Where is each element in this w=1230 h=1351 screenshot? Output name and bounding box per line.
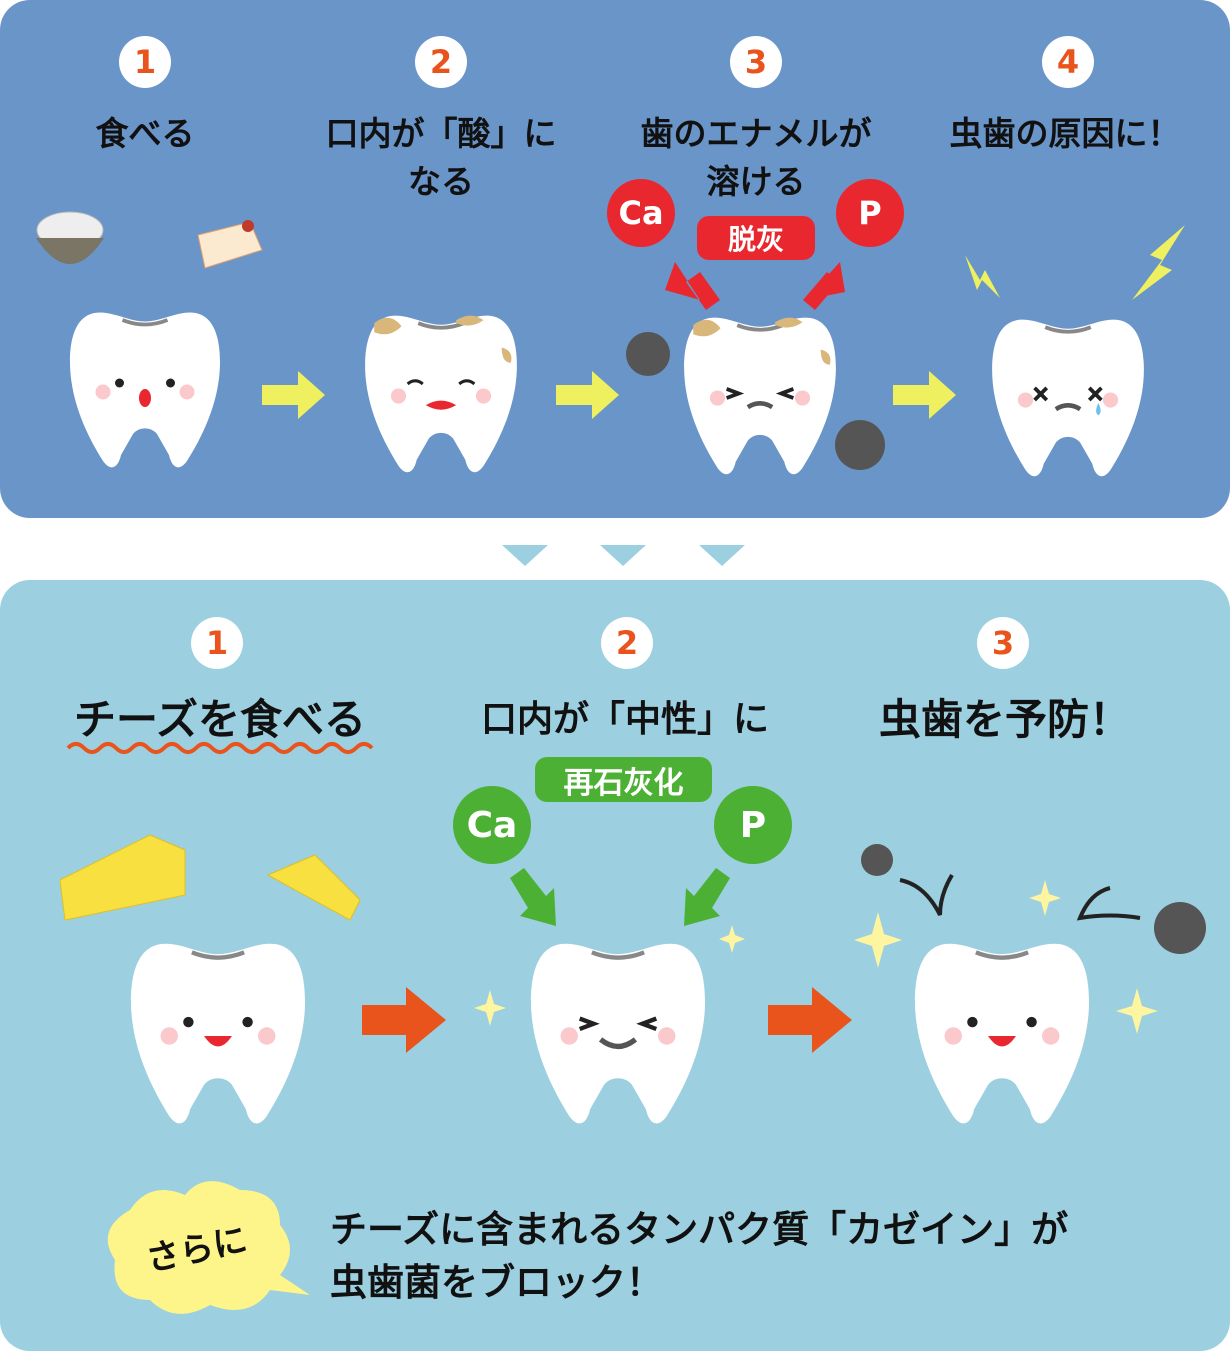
cake-icon [197,220,263,269]
tooth-icon [70,312,220,468]
step-number: 4 [1042,36,1094,88]
deflect-lines [899,873,1141,921]
cheese-icons [59,834,361,921]
tooth-happy [67,305,223,473]
tooth-cavity [990,312,1146,482]
step-number: 2 [601,617,653,669]
down-triangle-icon [502,545,548,566]
tooth-icon [365,315,517,473]
step-label: 歯のエナメルが溶ける [640,114,872,201]
step-label: 虫歯の原因に！ [949,114,1181,153]
tooth-icon [530,943,706,1124]
orange-arrow-icons [362,987,852,1053]
note-line-1: チーズに含まれるタンパク質「カゼイン」が [330,1208,1069,1251]
step-label: 虫歯を予防！ [878,695,1132,744]
step-number: 2 [415,36,467,88]
green-down-arrow-icons [510,868,730,926]
calcium-circle: Ca [453,786,531,864]
step-label: 食べる [95,114,195,153]
step-number: 3 [730,36,782,88]
step-label: 口内が「酸」になる [325,114,557,201]
tooth-cheese [128,935,308,1130]
sparkle-icons [474,880,1158,1034]
tooth-icon [992,319,1144,477]
step-number: 3 [977,617,1029,669]
germ-icons [626,332,1206,954]
tooth-icon [684,317,836,475]
yellow-arrow-icons [262,371,956,419]
down-triangle-icon [600,545,646,566]
red-up-arrow-icons [665,262,845,310]
phosphorus-circle: P [714,786,792,864]
down-triangle-icon [699,545,745,566]
step-number: 1 [191,617,243,669]
tooth-dissolving [682,310,838,480]
rice-bowl-icon [36,211,104,264]
tooth-acid [363,308,519,478]
calcium-circle: Ca [607,179,675,247]
tooth-icon [130,943,306,1124]
tooth-protected [912,935,1092,1130]
speech-bubble [107,1181,311,1314]
remineralization-badge: 再石灰化 [535,757,712,802]
note-line-2: 虫歯菌をブロック！ [330,1261,663,1304]
wavy-underline [66,742,374,754]
step-label: 口内が「中性」に [480,699,770,740]
step-number: 1 [119,36,171,88]
demineralization-badge: 脱灰 [697,216,815,260]
tooth-neutral [528,935,708,1130]
lightning-icons [965,225,1185,300]
tooth-icon [914,943,1090,1124]
step-label: チーズを食べる [74,695,366,744]
phosphorus-circle: P [836,179,904,247]
